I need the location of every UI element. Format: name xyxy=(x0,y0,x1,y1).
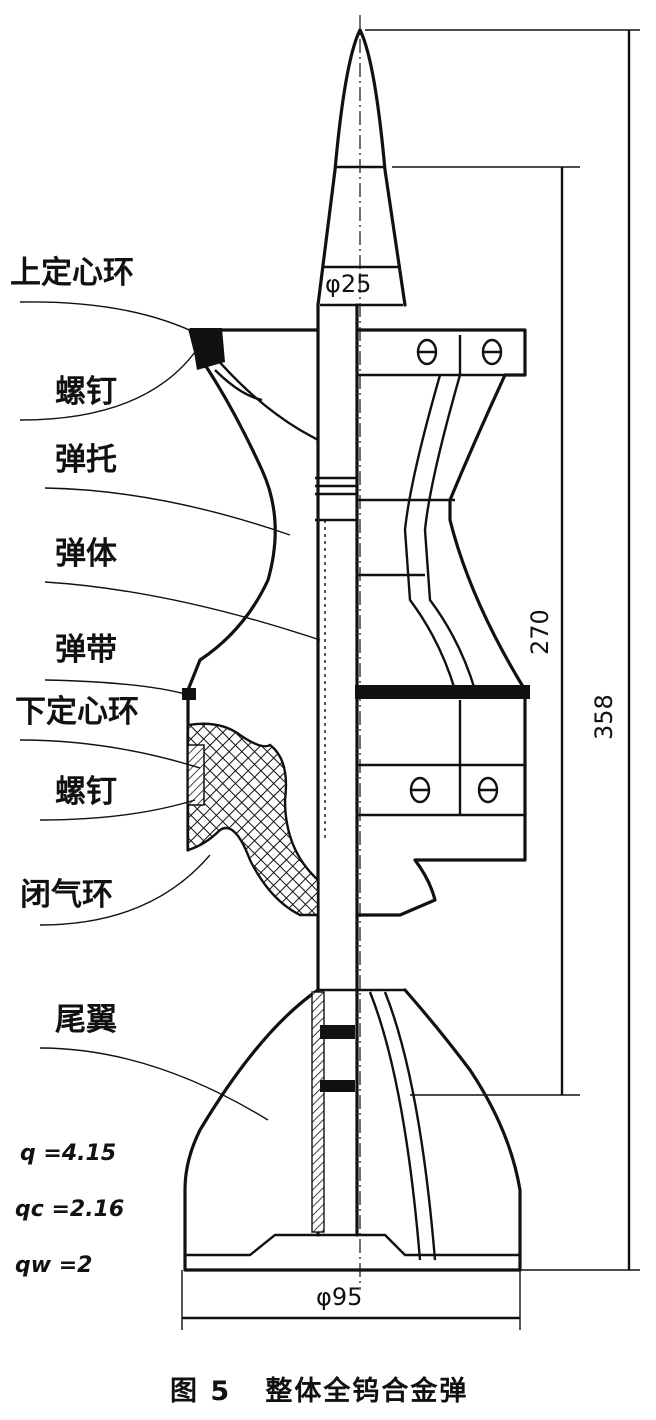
label-upper-centering-ring: 上定心环 xyxy=(10,255,134,291)
sabot-left-profile xyxy=(182,328,320,852)
sabot-right-section xyxy=(355,328,530,917)
label-projectile-body: 弹体 xyxy=(55,536,117,572)
figure-caption: 图 5 整体全钨合金弹 xyxy=(170,1375,468,1407)
label-sabot: 弹托 xyxy=(55,442,117,478)
label-tail-fin: 尾翼 xyxy=(55,1002,117,1038)
label-rotating-band: 弹带 xyxy=(55,632,117,668)
dim-length-358: 358 xyxy=(590,694,618,740)
leader-lines xyxy=(19,301,321,1121)
tail-fin xyxy=(183,988,522,1272)
label-screw-upper: 螺钉 xyxy=(55,374,117,410)
screw-icons-right xyxy=(409,338,503,804)
label-obturator: 闭气环 xyxy=(20,877,113,913)
nose-cone xyxy=(316,28,407,307)
param-q: q =4.15 xyxy=(20,1141,116,1166)
param-qc: qc =2.16 xyxy=(15,1197,124,1222)
label-screw-lower: 螺钉 xyxy=(55,774,117,810)
label-lower-centering-ring: 下定心环 xyxy=(15,694,139,730)
param-qw: qw =2 xyxy=(15,1253,92,1278)
obturator-ring xyxy=(186,722,320,917)
dim-nose-diameter: φ25 xyxy=(325,270,371,298)
dim-base-diameter: φ95 xyxy=(316,1283,362,1311)
dimension-lines xyxy=(181,29,640,1330)
dim-length-270: 270 xyxy=(526,609,554,655)
